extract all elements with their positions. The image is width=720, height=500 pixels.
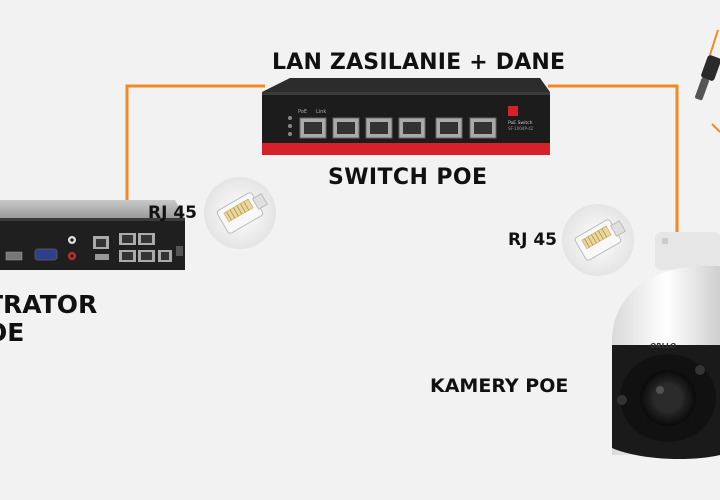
- rj45-left-label: RJ 45: [148, 203, 197, 223]
- rj45-right-label: RJ 45: [508, 230, 557, 250]
- switch-poe-label: SWITCH POE: [328, 165, 488, 190]
- lan-cable-recorder-switch: [125, 84, 265, 236]
- nvr-recorder-device: [0, 200, 185, 270]
- switch-link-caption: Link: [316, 109, 326, 115]
- switch-poe-ports: [299, 117, 426, 139]
- switch-uplink-ports: [435, 117, 497, 139]
- lan-power-data-label: LAN ZASILANIE + DANE: [272, 50, 566, 75]
- switch-brand-badge: PoE Switch SF-1004P-42: [508, 106, 534, 131]
- recorder-label-line2: OE: [0, 318, 25, 347]
- switch-badge-line1: PoE Switch: [508, 120, 533, 126]
- ptz-camera-device: ORLLO: [612, 232, 720, 460]
- nvr-poe-ports: [119, 233, 172, 262]
- lan-cable-switch-camera: [548, 84, 679, 232]
- poe-switch-device: PoE Link PoE Switch SF-1004P-42: [262, 78, 550, 155]
- recorder-label-line1: TRATOR: [0, 290, 98, 319]
- switch-badge-line2: SF-1004P-42: [508, 126, 534, 131]
- rj45-plug-left-icon: [204, 177, 276, 249]
- switch-poe-caption: PoE: [298, 109, 307, 115]
- power-plug-icon: [695, 29, 720, 133]
- camera-brand-logo: ORLLO: [650, 342, 676, 350]
- poe-cameras-label: KAMERY POE: [430, 375, 569, 397]
- rj45-plug-right-icon: [562, 204, 634, 276]
